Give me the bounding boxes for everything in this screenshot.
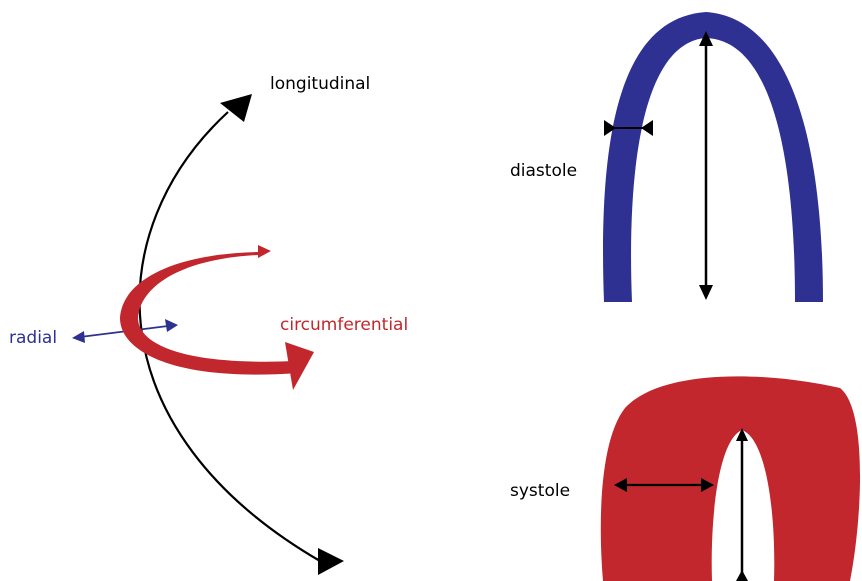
longitudinal-arrowhead-bottom bbox=[318, 548, 344, 575]
diastole-illustration bbox=[603, 12, 823, 302]
systole-label: systole bbox=[510, 483, 570, 500]
circumferential-label: circumferential bbox=[280, 317, 408, 334]
diastole-label: diastole bbox=[510, 163, 577, 180]
diastole-length-arrowhead-bottom bbox=[699, 285, 713, 300]
diastole-wall bbox=[603, 12, 823, 302]
longitudinal-arrowhead-top bbox=[220, 94, 252, 122]
circumferential-arrowhead-large bbox=[285, 342, 314, 390]
circumferential-arrowhead-small bbox=[258, 245, 271, 258]
systole-wall bbox=[601, 376, 860, 581]
longitudinal-arc bbox=[140, 112, 320, 561]
radial-label: radial bbox=[9, 330, 57, 347]
systole-illustration bbox=[601, 376, 860, 581]
radial-arrowhead-left bbox=[72, 331, 85, 343]
systole-length-arrowhead-bottom bbox=[736, 570, 748, 581]
longitudinal-label: longitudinal bbox=[270, 76, 370, 93]
radial-arrowhead-right bbox=[165, 319, 178, 332]
